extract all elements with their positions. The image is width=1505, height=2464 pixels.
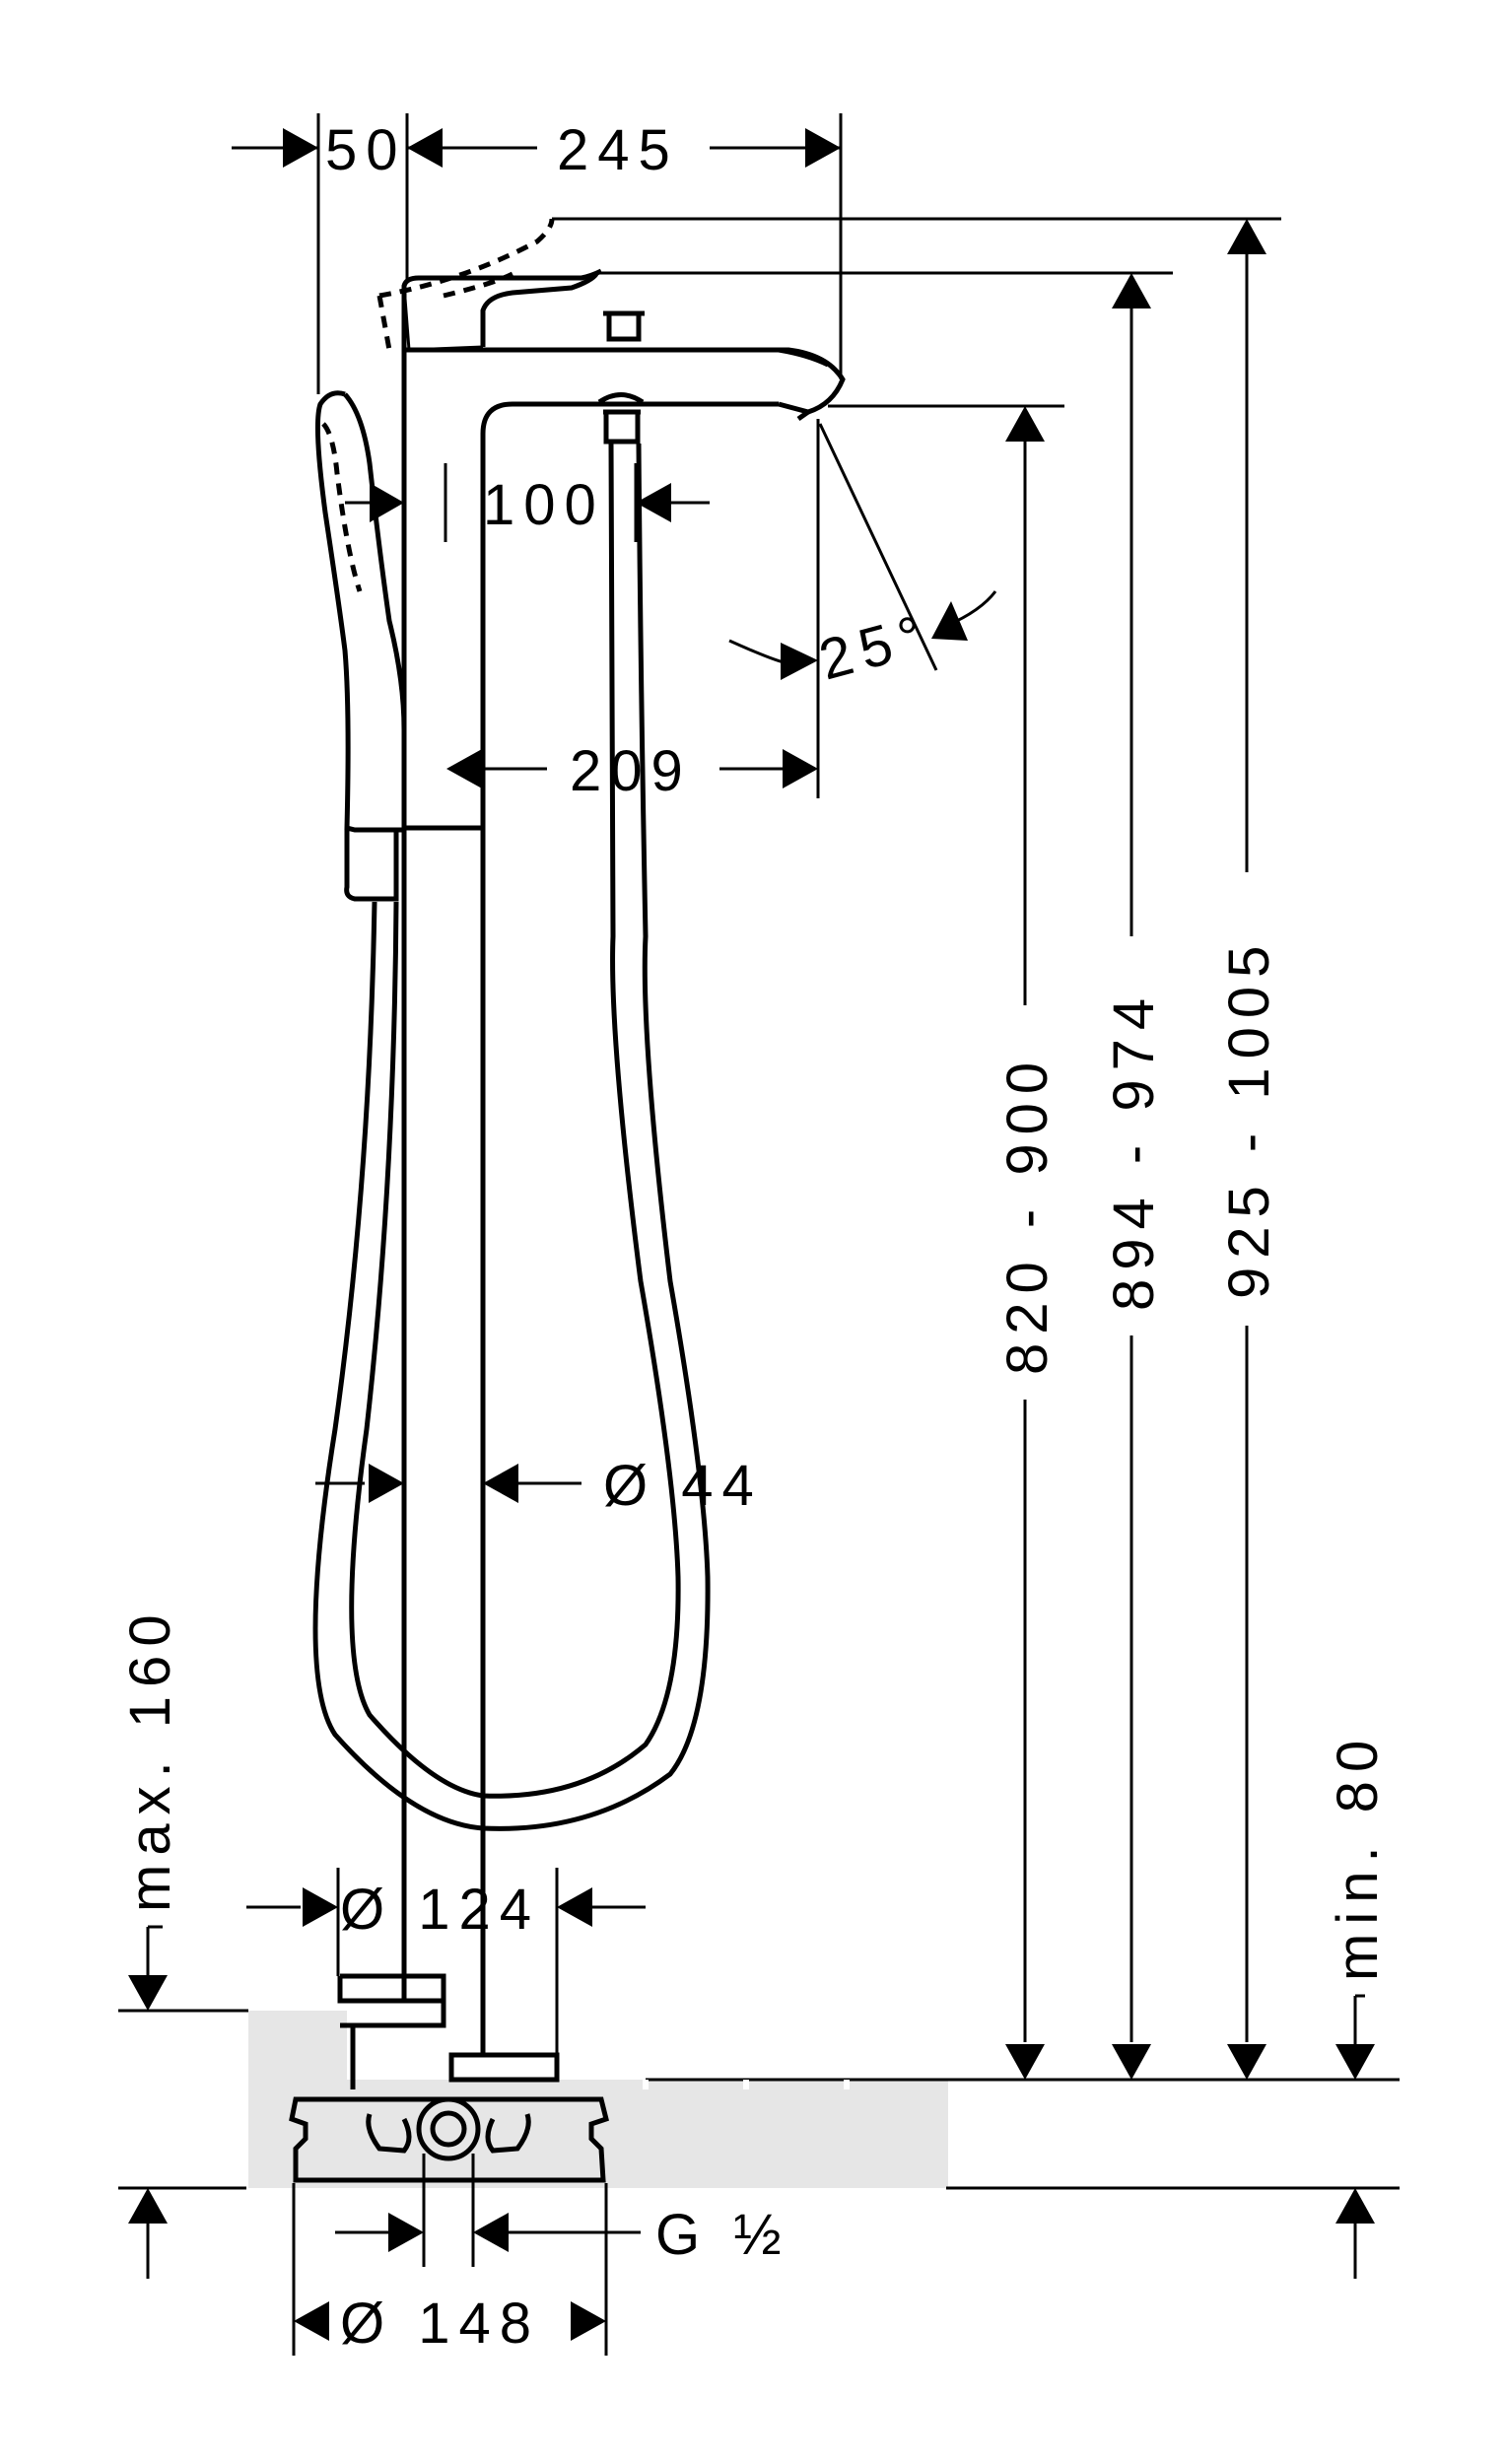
shower-hose [312, 443, 711, 1831]
lever-handle [402, 272, 599, 352]
installation-body [289, 2096, 609, 2183]
base-escutcheon [337, 1973, 560, 2089]
dim-base-diameter-label: Ø 148 [340, 2292, 540, 2356]
dim-base-diameter [292, 2183, 608, 2356]
dim-handshower-gap-label: 100 [483, 473, 605, 537]
spout [778, 347, 846, 422]
dim-offset-top-left: 50 [325, 118, 407, 182]
dim-spout-reach-top: 245 [557, 118, 679, 182]
dim-connection-thread-label: G ½ [655, 2203, 790, 2267]
hand-shower [314, 390, 407, 902]
hose-connector [597, 392, 645, 445]
dim-spout-angle [728, 419, 997, 798]
dim-column-diameter-label: Ø 44 [603, 1454, 763, 1518]
dim-floor-min: min. 80 [1326, 1732, 1390, 1981]
dim-escutcheon-diameter-label: Ø 124 [340, 1878, 540, 1942]
dim-handshower-gap [345, 463, 710, 542]
dim-escutcheon-diameter [246, 1868, 646, 2055]
dim-top-horizontal [232, 113, 843, 394]
dim-vertical-heights [128, 217, 1375, 2279]
dim-spout-height-range: 820 - 900 [995, 1054, 1060, 1375]
dim-spout-reach-column-label: 209 [570, 739, 692, 803]
main-column [401, 401, 779, 2025]
dim-escutcheon-depth: max. 160 [118, 1606, 182, 1912]
dim-column-diameter [315, 1464, 581, 1503]
dim-spout-reach-column [446, 749, 818, 788]
dim-spout-angle-label: 25° [813, 601, 939, 692]
diverter-knob [603, 310, 645, 342]
dim-total-height-range: 925 - 1005 [1217, 937, 1281, 1299]
dim-connection-thread [335, 2154, 641, 2267]
lever-dashed-position [376, 218, 555, 351]
dim-lever-height-range: 894 - 974 [1102, 990, 1166, 1311]
